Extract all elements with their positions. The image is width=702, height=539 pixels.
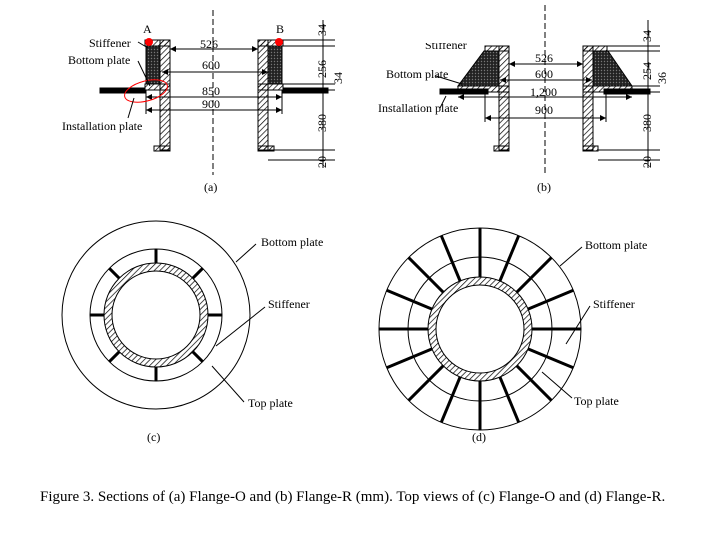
label-bottom-plate-c: Bottom plate — [261, 235, 323, 249]
dim-600-b: 600 — [535, 67, 553, 81]
stiffener-rib-d — [386, 347, 433, 370]
stiffener-left — [145, 45, 161, 85]
stiffeners-d — [379, 228, 581, 430]
dim-34-top-a: 34 — [315, 24, 329, 36]
leader-top-plate-c — [211, 365, 245, 403]
installation-plate-left — [99, 87, 146, 94]
panel-c — [61, 220, 266, 410]
label-stiffener-d: Stiffener — [593, 297, 635, 311]
label-bottom-plate-d: Bottom plate — [585, 238, 647, 252]
label-installation-plate-b: Installation plate — [378, 101, 458, 115]
leader-bottom-plate-a — [137, 60, 151, 87]
stiffener-rib-c — [108, 350, 121, 363]
tube-ring-d — [428, 277, 532, 381]
marker-b — [275, 38, 283, 46]
bottom-plate-left — [144, 83, 171, 91]
panel-a-label: (a) — [204, 180, 217, 194]
dim-36-b: 36 — [655, 72, 669, 84]
dim-380-b: 380 — [640, 114, 654, 132]
stiffener-rib-d — [439, 376, 462, 423]
leader-bottom-plate-c — [235, 243, 257, 263]
dim-600-a: 600 — [202, 58, 220, 72]
leader-bottom-plate-d — [559, 246, 583, 267]
bottom-lip-left-b — [493, 145, 510, 152]
bottom-plate-right — [257, 83, 284, 91]
label-bottom-plate-a: Bottom plate — [68, 53, 130, 67]
tube-wall-left-b — [498, 45, 510, 151]
detail-ellipse — [124, 79, 168, 103]
top-plate-right-b — [582, 45, 608, 52]
stiffener-rib-c — [108, 267, 121, 280]
top-plate-left-b — [484, 45, 510, 52]
tube-wall-right-b — [582, 45, 594, 151]
label-installation-plate-a: Installation plate — [62, 119, 142, 133]
tube-wall-right — [257, 39, 269, 151]
panel-d-text: Bottom plate Stiffener Top plate (d) — [472, 238, 647, 444]
label-top-plate-d: Top plate — [574, 394, 619, 408]
bottom-lip-right-b — [582, 145, 599, 152]
panel-c-label: (c) — [147, 430, 160, 444]
stiffeners-c — [90, 249, 222, 381]
panel-b-text: Stiffener Bottom plate Installation plat… — [378, 30, 669, 194]
dim-20-b: 20 — [640, 156, 654, 168]
label-stiffener-b: Stiffener — [425, 38, 467, 52]
label-point-a: A — [143, 22, 152, 36]
stiffener-rib-d — [527, 347, 574, 370]
panel-c-text: Bottom plate Stiffener Top plate (c) — [147, 235, 323, 444]
label-point-b: B — [276, 22, 284, 36]
label-bottom-plate-b: Bottom plate — [386, 67, 448, 81]
tube-ring-c — [104, 263, 208, 367]
bottom-lip-right — [257, 145, 275, 152]
leader-top-plate-d — [541, 371, 573, 399]
label-stiffener-c: Stiffener — [268, 297, 310, 311]
label-top-plate-c: Top plate — [248, 396, 293, 410]
label-stiffener-a: Stiffener — [89, 36, 131, 50]
dim-526-a: 526 — [200, 37, 218, 51]
panel-a-text: A B Stiffener Bottom plate Installation … — [62, 22, 345, 194]
stiffener-rib-d — [439, 235, 462, 282]
stiffener-rib-d — [386, 288, 433, 311]
dim-34-mid-a: 34 — [331, 72, 345, 84]
dim-900-a: 900 — [202, 97, 220, 111]
stiffener-rib-c — [191, 267, 204, 280]
dim-380-a: 380 — [315, 114, 329, 132]
leader-installation-a — [127, 97, 135, 119]
stiffener-left-b — [457, 50, 500, 87]
leader-stiffener-c — [215, 306, 266, 347]
stiffener-rib-d — [407, 256, 445, 294]
panel-b — [435, 5, 660, 175]
panel-b-label: (b) — [537, 180, 551, 194]
stiffener-rib-d — [527, 288, 574, 311]
leader-stiffener-d — [565, 305, 591, 345]
bottom-lip-left — [153, 145, 171, 152]
stiffener-rib-d — [498, 235, 521, 282]
dim-20-a: 20 — [315, 156, 329, 168]
marker-a — [145, 38, 153, 46]
stiffener-rib-c — [191, 350, 204, 363]
figure-caption: Figure 3. Sections of (a) Flange-O and (… — [40, 489, 666, 505]
panel-d — [378, 227, 591, 431]
dim-254-b: 254 — [640, 62, 654, 80]
stiffener-right — [267, 45, 283, 85]
stiffener-rib-d — [515, 256, 553, 294]
stiffener-right-b — [592, 50, 633, 87]
bottom-plate-circle-c — [61, 220, 251, 410]
stiffener-rib-d — [498, 376, 521, 423]
leader-stiffener-a — [137, 41, 149, 49]
dim-850-a: 850 — [202, 84, 220, 98]
panel-a — [99, 10, 335, 175]
installation-plate-left-b — [439, 88, 489, 95]
stiffener-rib-d — [515, 364, 553, 402]
dim-1200-b: 1,200 — [530, 85, 557, 99]
dim-900-b: 900 — [535, 103, 553, 117]
panel-d-label: (d) — [472, 430, 486, 444]
dim-34-top-b: 34 — [640, 30, 654, 42]
stiffener-rib-d — [407, 364, 445, 402]
dim-256-a: 256 — [315, 60, 329, 78]
dim-526-b: 526 — [535, 51, 553, 65]
